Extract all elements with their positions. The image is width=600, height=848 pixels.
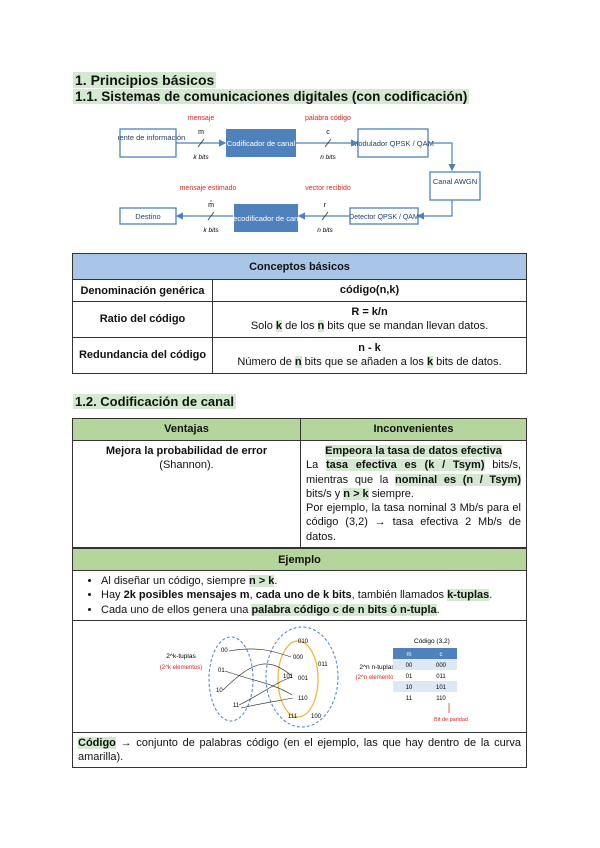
svg-text:11: 11 [406,696,413,702]
svg-text:010: 010 [298,639,309,645]
heading-1-1: 1.1. Sistemas de comunicaciones digitale… [73,89,470,104]
ventaja-rest: (Shannon). [159,459,214,472]
svg-text:01: 01 [406,674,413,680]
ejemplo-footer: Código → conjunto de palabras código (en… [72,731,527,769]
label-vector: vector recibido [305,185,351,192]
ventajas-table: Ventajas Inconvenientes Mejora la probab… [72,418,527,549]
code-table-title: Código (3,2) [414,638,450,645]
source-label-1: Fuente de información [118,133,185,142]
svg-text:11: 11 [233,703,240,709]
sym-c: c [326,129,330,136]
heading-1-2: 1.2. Codificación de canal [73,394,236,409]
svg-text:10: 10 [406,685,413,691]
encoder-box [226,129,296,157]
col-ventajas: Ventajas [72,418,301,441]
right-ellipse [265,626,339,728]
communication-system-diagram: Fuente de información Codificador de can… [118,115,481,234]
channel-label: Canal AWGN [433,177,477,186]
detector-box [349,207,419,225]
code-mapping-figure: 2^k-tuplas (2^k elementos) 00 01 10 11 0… [160,626,468,728]
svg-text:011: 011 [436,674,446,680]
row-value: código(n,k) [212,279,527,302]
row-value: R = k/n Solo k de los n bits que se mand… [212,301,527,338]
inconveniente-p2: Por ejemplo, la tasa nominal 3 Mb/s para… [306,502,521,543]
bits-k-bottom: k bits [203,227,219,234]
left-set-sub: (2^k elementos) [160,665,203,671]
right-set-sub: (2^n elementos) [356,675,399,681]
parity-label: Bit de paridad [434,717,468,723]
svg-text:m: m [407,652,412,658]
ventaja-title: Mejora la probabilidad de error [105,445,268,457]
col-inconvenientes: Inconvenientes [300,418,527,441]
sym-m-hat: m̂ [208,201,214,209]
left-set-label: 2^k-tuplas [166,653,196,660]
bits-k-top: k bits [193,154,209,161]
conceptos-title: Conceptos básicos [72,253,527,280]
heading-1: 1. Principios básicos [73,72,217,88]
conceptos-table: Conceptos básicos Denominación genérica … [72,253,527,374]
svg-text:10: 10 [216,688,223,694]
svg-text:000: 000 [293,655,304,661]
inconvenientes-cell: Empeora la tasa de datos efectiva La tas… [300,439,527,549]
svg-text:01: 01 [218,668,225,674]
label-palabra: palabra código [305,115,351,122]
ejemplo-title: Ejemplo [72,548,527,571]
svg-text:011: 011 [318,662,328,668]
label-mensaje-estimado: mensaje estimado [180,185,237,192]
svg-text:110: 110 [436,696,446,702]
detector-label: Detector QPSK / QAM [349,214,419,221]
svg-text:101: 101 [436,685,447,691]
code-curve [277,640,319,718]
left-items: 00 01 10 11 [216,648,240,709]
right-set-label: 2^n n-tuplas [359,664,395,671]
decoder-label: Decodificador de canal [228,214,305,223]
modulator-label: Modulador QPSK / QAM [352,139,434,148]
bullet-1: Al diseñar un código, siempre n > k. [101,574,526,588]
row-value: n - k Número de n bits que se añaden a l… [212,336,527,374]
ventajas-cell: Mejora la probabilidad de error (Shannon… [72,439,301,549]
decoder-box [234,204,298,232]
row-label: Denominación genérica [72,279,213,302]
bits-n-bottom: n bits [317,227,333,234]
bullet-2: Hay 2k posibles mensajes m, cada uno de … [101,588,526,602]
ratio-formula: R = k/n [351,306,388,318]
destination-label: Destino [135,212,160,221]
svg-text:110: 110 [298,696,308,702]
channel-box [429,171,481,201]
bits-n-top: n bits [320,154,336,161]
row-label: Ratio del código [72,301,213,338]
inconveniente-title: Empeora la tasa de datos efectiva [325,445,502,457]
sym-r: r [324,202,327,209]
modulator-box [357,128,429,158]
bullet-3: Cada uno de ellos genera una palabra cód… [101,603,526,617]
svg-text:00: 00 [406,663,413,669]
right-items: 010 000 011 101 001 110 111 100 [283,639,328,720]
label-mensaje: mensaje [188,115,215,122]
mapping-lines [222,648,294,709]
svg-text:100: 100 [311,714,322,720]
left-ellipse [208,636,254,722]
ejemplo-table: Ejemplo Al diseñar un código, siempre n … [72,548,527,769]
source-box [119,128,177,158]
redundancia-desc: Número de n bits que se añaden a los k b… [237,356,502,369]
svg-text:101: 101 [283,674,294,680]
ejemplo-bullets: Al diseñar un código, siempre n > k. Hay… [72,570,527,621]
svg-text:001: 001 [298,676,309,682]
svg-text:00: 00 [221,648,228,654]
svg-text:111: 111 [288,714,298,720]
svg-text:000: 000 [436,663,447,669]
ratio-desc: Solo k de los n bits que se mandan lleva… [250,320,489,333]
ejemplo-figure-cell: 2^k-tuplas (2^k elementos) 00 01 10 11 0… [72,619,527,733]
svg-text:c: c [440,652,443,658]
sym-m: m [198,129,204,136]
encoder-label: Codificador de canal [227,139,296,148]
inconveniente-p1: La tasa efectiva es (k / Tsym) bits/s, m… [306,459,521,500]
redundancia-formula: n - k [358,341,381,354]
row-label: Redundancia del código [72,336,213,374]
